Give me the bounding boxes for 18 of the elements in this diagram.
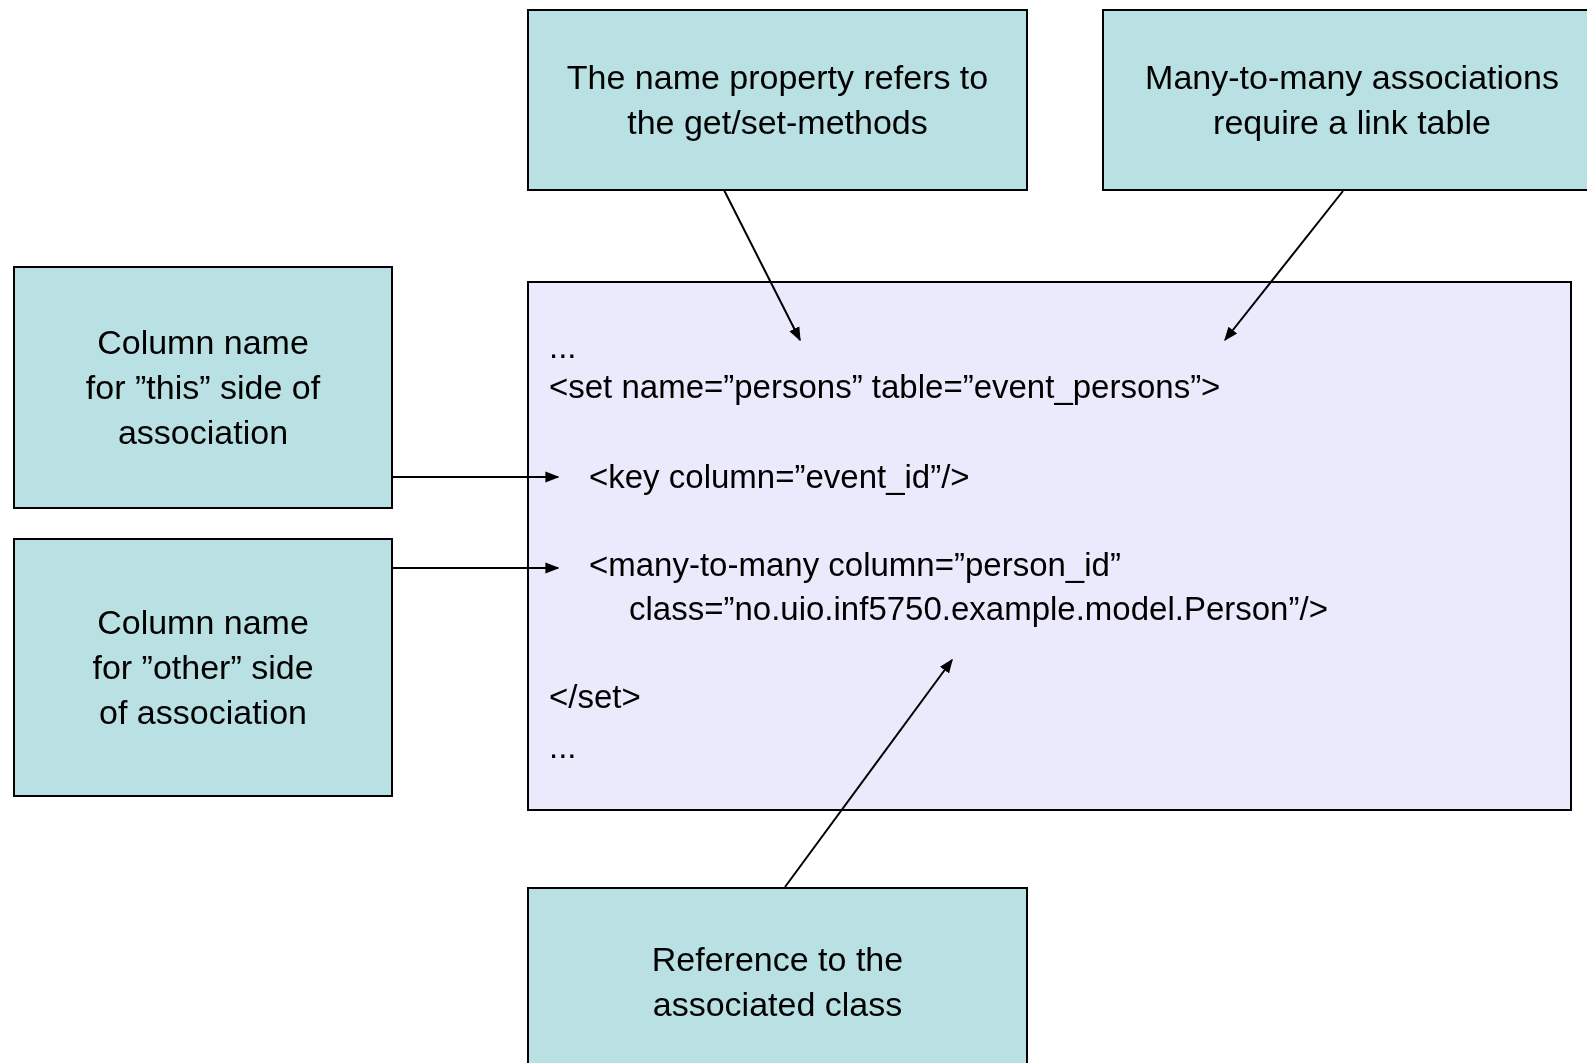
code-line: </set> <box>549 678 641 716</box>
code-line: <many-to-many column=”person_id” <box>589 546 1121 584</box>
leader-arrow <box>1224 190 1344 342</box>
code-line: ... <box>549 328 577 366</box>
code-line: <key column=”event_id”/> <box>589 458 970 496</box>
code-line: <set name=”persons” table=”event_persons”> <box>549 368 1221 406</box>
leader-arrow <box>392 471 560 483</box>
leader-arrow <box>392 562 560 574</box>
note-box: The name property refers to the get/set-methods <box>527 9 1028 191</box>
note-box: Many-to-many associations require a link table <box>1102 9 1587 191</box>
note-box: Reference to the associated class <box>527 887 1028 1063</box>
code-line: class=”no.uio.inf5750.example.model.Person”/> <box>629 590 1328 628</box>
leader-arrow <box>784 658 953 888</box>
code-line: ... <box>549 728 577 766</box>
note-box: Column name for ”other” side of association <box>13 538 393 797</box>
leader-arrow <box>723 189 801 342</box>
code-panel <box>527 281 1572 811</box>
note-box: Column name for ”this” side of association <box>13 266 393 509</box>
